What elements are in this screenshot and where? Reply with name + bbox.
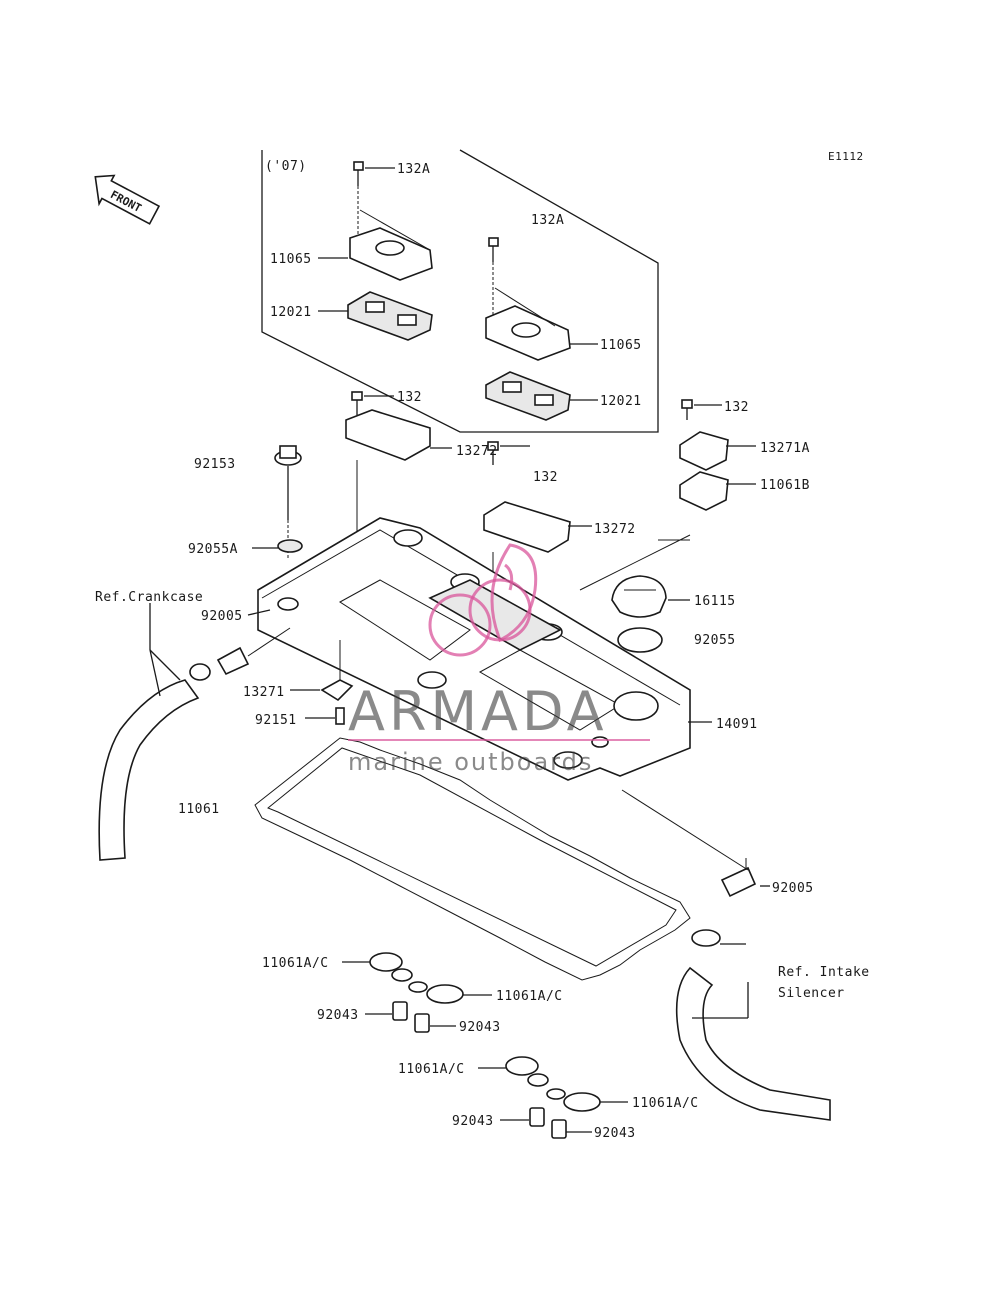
part-label-132A-top: 132A xyxy=(397,162,430,177)
leader-lines xyxy=(247,609,335,719)
part-label-13271A: 13271A xyxy=(760,441,810,456)
part-label-92005-right: 92005 xyxy=(772,881,814,896)
front-arrow-icon: FRONT xyxy=(94,174,161,225)
oil-filler-cap xyxy=(579,534,691,653)
part-label-12021-left: 12021 xyxy=(270,305,312,320)
part-label-13272-b: 13272 xyxy=(594,522,636,537)
part-label-12021-right: 12021 xyxy=(600,394,642,409)
inset-label: ('07) xyxy=(265,159,307,174)
watermark-tagline: marine outboards xyxy=(348,748,593,776)
hose-right xyxy=(621,789,831,1121)
inset-frame xyxy=(261,149,659,433)
part-label-11061AC-1: 11061A/C xyxy=(262,956,329,971)
reference-intake-line2: Silencer xyxy=(778,986,845,1001)
reference-crankcase: Ref.Crankcase xyxy=(95,590,203,605)
cylinder-head-cover xyxy=(257,517,712,781)
part-label-11061AC-3: 11061A/C xyxy=(398,1062,465,1077)
part-label-13271: 13271 xyxy=(243,685,285,700)
watermark-brand: ARMADA xyxy=(348,680,608,743)
part-label-11061: 11061 xyxy=(178,802,220,817)
part-label-92043-3: 92043 xyxy=(452,1114,494,1129)
part-label-11065-right: 11065 xyxy=(600,338,642,353)
part-label-11061B: 11061B xyxy=(760,478,810,493)
cover-13271A xyxy=(679,399,756,511)
hose-left xyxy=(98,603,291,861)
part-label-14091: 14091 xyxy=(716,717,758,732)
gasket-11061 xyxy=(254,737,691,981)
part-label-11065-left: 11065 xyxy=(270,252,312,267)
part-label-11061AC-2: 11061A/C xyxy=(496,989,563,1004)
part-label-92043-2: 92043 xyxy=(459,1020,501,1035)
inset-left-assembly xyxy=(318,161,433,341)
bracket-13271 xyxy=(320,640,354,725)
part-label-132-a: 132 xyxy=(397,390,422,405)
part-label-92153: 92153 xyxy=(194,457,236,472)
part-label-92005-left: 92005 xyxy=(201,609,243,624)
plug-seals-group-2 xyxy=(478,1056,628,1139)
part-label-92055: 92055 xyxy=(694,633,736,648)
part-label-11061AC-4: 11061A/C xyxy=(632,1096,699,1111)
watermark-logo-icon xyxy=(428,543,538,657)
part-label-132A-mid: 132A xyxy=(531,213,564,228)
part-label-13272-a: 13272 xyxy=(456,444,498,459)
plug-seals-group-1 xyxy=(342,952,492,1033)
part-label-92043-4: 92043 xyxy=(594,1126,636,1141)
part-label-92055A: 92055A xyxy=(188,542,238,557)
part-label-132-b: 132 xyxy=(724,400,749,415)
part-label-16115: 16115 xyxy=(694,594,736,609)
part-label-92151: 92151 xyxy=(255,713,297,728)
part-label-92043-1: 92043 xyxy=(317,1008,359,1023)
inset-right-assembly xyxy=(485,237,598,421)
reference-intake-line1: Ref. Intake xyxy=(778,965,870,980)
diagram-code: E1112 xyxy=(828,150,864,163)
part-label-132-c: 132 xyxy=(533,470,558,485)
bolt-92153 xyxy=(252,445,303,560)
